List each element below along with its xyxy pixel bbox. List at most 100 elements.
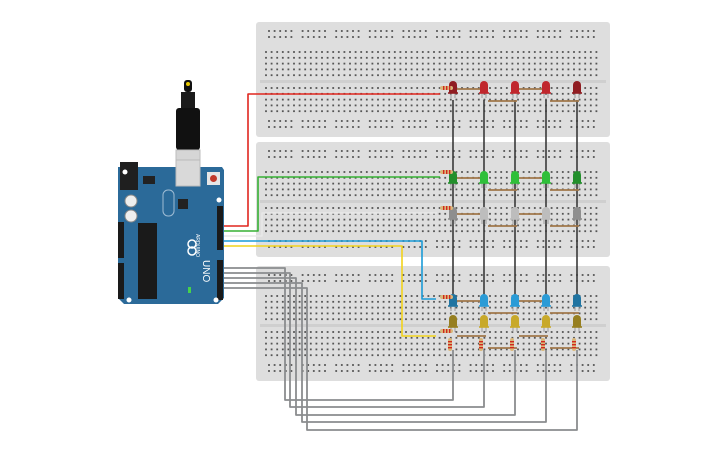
- led-dome: [542, 294, 550, 306]
- hole: [377, 194, 379, 197]
- hole: [589, 336, 592, 339]
- rail-hole: [548, 280, 550, 282]
- hole: [399, 194, 402, 197]
- hole: [427, 104, 430, 107]
- rail-hole: [357, 246, 360, 248]
- hole: [584, 224, 587, 227]
- hole: [494, 171, 497, 173]
- rail-hole: [592, 120, 595, 122]
- hole: [410, 182, 413, 185]
- hole: [561, 51, 564, 53]
- rail-hole: [419, 370, 422, 372]
- hole: [455, 110, 458, 113]
- hole: [321, 331, 323, 333]
- rail-hole: [525, 150, 528, 152]
- hole: [511, 354, 514, 357]
- led-rim: [448, 218, 458, 220]
- rail-hole: [592, 156, 595, 158]
- hole: [337, 62, 340, 65]
- rail-hole: [559, 274, 562, 276]
- hole: [584, 218, 587, 221]
- hole: [550, 354, 553, 357]
- hole: [517, 62, 519, 65]
- hole: [281, 87, 284, 89]
- hole: [545, 331, 547, 333]
- hole: [393, 342, 396, 345]
- hole: [315, 300, 318, 303]
- rail-hole: [307, 126, 310, 128]
- hole: [511, 68, 514, 71]
- hole: [561, 110, 564, 113]
- rail-hole: [284, 246, 287, 248]
- rail-hole: [475, 280, 478, 282]
- hole: [584, 207, 587, 209]
- led-rim: [541, 92, 551, 94]
- rail-hole: [458, 274, 461, 276]
- rail-hole: [503, 240, 506, 242]
- hole: [444, 104, 447, 107]
- rail-hole: [318, 30, 321, 32]
- hole: [354, 87, 357, 89]
- rail-hole: [559, 36, 562, 38]
- hole: [449, 230, 452, 233]
- hole: [438, 336, 441, 339]
- hole: [539, 188, 542, 191]
- hole: [472, 336, 475, 339]
- hole: [528, 68, 531, 71]
- hole: [438, 110, 441, 113]
- rail-hole: [458, 150, 461, 152]
- hole: [589, 342, 592, 345]
- hole: [556, 295, 559, 297]
- hole: [573, 336, 575, 339]
- hole: [556, 306, 559, 309]
- hole: [304, 348, 307, 351]
- hole: [578, 62, 581, 65]
- hole: [472, 207, 475, 209]
- resistor-band: [510, 347, 514, 349]
- rail-hole: [542, 36, 545, 38]
- hole: [545, 342, 547, 345]
- rail-hole: [290, 156, 293, 158]
- hole: [505, 218, 508, 221]
- hole: [281, 312, 284, 315]
- rail-hole: [374, 30, 377, 32]
- rail-hole: [447, 364, 450, 366]
- hole: [438, 51, 441, 53]
- hole: [377, 182, 379, 185]
- hole: [321, 98, 323, 101]
- hole: [421, 306, 424, 309]
- rail-hole: [536, 274, 539, 276]
- rail-hole: [279, 246, 282, 248]
- usb-port: [175, 159, 201, 187]
- hole: [382, 110, 385, 113]
- resistor-band: [449, 170, 451, 174]
- hole: [377, 218, 379, 221]
- hole: [489, 354, 491, 357]
- hole: [539, 74, 542, 77]
- rail-hole: [340, 120, 343, 122]
- rail-hole: [346, 126, 349, 128]
- gray-wire: [224, 282, 547, 423]
- rail-hole: [492, 274, 494, 276]
- hole: [416, 336, 419, 339]
- hole: [416, 224, 419, 227]
- hole: [477, 336, 480, 339]
- hole: [371, 354, 374, 357]
- hole: [573, 230, 575, 233]
- hole: [466, 68, 469, 71]
- hole: [399, 331, 402, 333]
- hole: [556, 194, 559, 197]
- hole: [528, 306, 531, 309]
- hole: [326, 51, 329, 53]
- hole: [589, 194, 592, 197]
- rail-hole: [408, 126, 410, 128]
- hole: [337, 171, 340, 173]
- arduino-uno[interactable]: ARDUINO UNO: [118, 159, 224, 304]
- rail-hole: [273, 370, 276, 372]
- rail-hole: [368, 30, 371, 32]
- hole: [337, 300, 340, 303]
- hole: [561, 104, 564, 107]
- hole: [337, 312, 340, 315]
- rail-hole: [385, 126, 388, 128]
